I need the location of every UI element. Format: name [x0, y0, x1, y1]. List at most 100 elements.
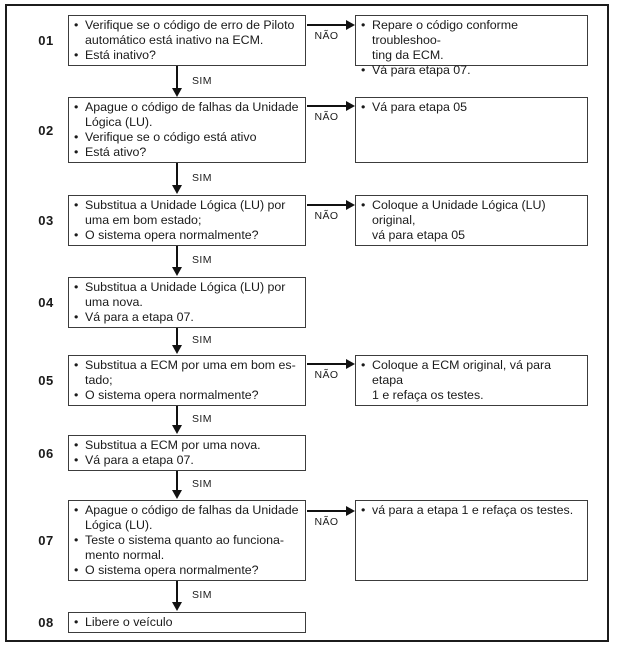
bullet-item: • Substitua a Unidade Lógica (LU) por uma…	[74, 198, 299, 228]
bullet-item: • Verifique se o código está ativo	[74, 130, 299, 145]
step-04-yes-label: SIM	[192, 334, 212, 346]
bullet-icon: •	[74, 503, 79, 517]
bullet-text: Verifique se o código de erro de Piloto …	[85, 18, 295, 47]
bullet-text: vá para a etapa 1 e refaça os testes.	[372, 503, 574, 517]
step-01-yes-label: SIM	[192, 75, 212, 87]
bullet-text: Coloque a ECM original, vá para etapa 1 …	[372, 358, 552, 402]
bullet-item: • Está ativo?	[74, 145, 299, 160]
step-04-action-box: •Substitua a Unidade Lógica (LU) por uma…	[68, 277, 306, 328]
bullet-icon: •	[74, 388, 79, 402]
bullet-icon: •	[74, 533, 79, 547]
bullet-text: Está ativo?	[85, 145, 147, 159]
step-01-yes-arrow	[171, 66, 182, 97]
step-03-action-box: • Substitua a Unidade Lógica (LU) por uma…	[68, 195, 306, 246]
bullet-text: Libere o veículo	[85, 615, 173, 629]
bullet-item: •Libere o veículo	[74, 615, 299, 630]
step-05-yes-arrow	[171, 406, 182, 434]
bullet-item: • Teste o sistema quanto ao funciona- men…	[74, 533, 299, 563]
bullet-text: Substitua a Unidade Lógica (LU) por uma …	[85, 198, 286, 227]
bullet-icon: •	[74, 130, 79, 144]
step-05-no-label: NÃO	[314, 369, 339, 381]
step-05-no-branch-box: • Coloque a ECM original, vá para etapa 1…	[355, 355, 588, 406]
step-05-no-arrow	[307, 358, 355, 369]
bullet-item: •Vá para a etapa 07.	[74, 310, 299, 325]
step-02-yes-arrow	[171, 163, 182, 194]
step-01-no-arrow	[307, 19, 355, 30]
bullet-item: •Substitua a Unidade Lógica (LU) por uma…	[74, 280, 299, 310]
step-05-number: 05	[38, 373, 54, 388]
bullet-icon: •	[74, 198, 79, 212]
bullet-icon: •	[74, 438, 79, 452]
step-01-number: 01	[38, 33, 54, 48]
bullet-icon: •	[74, 310, 79, 324]
step-03-no-label: NÃO	[314, 210, 339, 222]
step-05-action-box: • Substitua a ECM por uma em bom es- tado…	[68, 355, 306, 406]
step-08-action-box: •Libere o veículo	[68, 612, 306, 633]
bullet-item: • Substitua a ECM por uma em bom es- tado…	[74, 358, 299, 388]
bullet-icon: •	[361, 503, 366, 517]
bullet-icon: •	[361, 358, 366, 372]
bullet-item: • Apague o código de falhas da Unidade Ló…	[74, 503, 299, 533]
step-04-number: 04	[38, 295, 54, 310]
bullet-icon: •	[74, 453, 79, 467]
bullet-item: • Vá para a etapa 07.	[74, 453, 299, 468]
bullet-icon: •	[361, 100, 366, 114]
step-04-yes-arrow	[171, 328, 182, 354]
step-03-yes-label: SIM	[192, 254, 212, 266]
step-07-number: 07	[38, 533, 54, 548]
bullet-icon: •	[74, 18, 79, 32]
bullet-icon: •	[74, 228, 79, 242]
bullet-item: •Apague o código de falhas da Unidade Ló…	[74, 100, 299, 130]
step-05-yes-label: SIM	[192, 413, 212, 425]
step-07-yes-label: SIM	[192, 589, 212, 601]
bullet-icon: •	[74, 145, 79, 159]
bullet-text: Substitua a ECM por uma em bom es- tado;	[85, 358, 296, 387]
flowchart-border	[5, 4, 609, 642]
bullet-text: Apague o código de falhas da Unidade Lóg…	[85, 100, 299, 129]
bullet-item: • Coloque a ECM original, vá para etapa 1…	[361, 358, 581, 403]
bullet-text: Coloque a Unidade Lógica (LU) original, …	[372, 198, 546, 242]
step-02-yes-label: SIM	[192, 172, 212, 184]
step-01-no-label: NÃO	[314, 30, 339, 42]
step-02-no-label: NÃO	[314, 111, 339, 123]
bullet-item: • Repare o código conforme troubleshoo- t…	[361, 18, 581, 63]
bullet-icon: •	[361, 18, 366, 32]
step-03-no-branch-box: • Coloque a Unidade Lógica (LU) original,…	[355, 195, 588, 246]
step-01-no-branch-box: • Repare o código conforme troubleshoo- t…	[355, 15, 588, 77]
bullet-text: Verifique se o código está ativo	[85, 130, 257, 144]
bullet-icon: •	[74, 280, 79, 294]
bullet-icon: •	[74, 48, 79, 62]
bullet-text: Vá para a etapa 07.	[85, 453, 194, 467]
bullet-item: • Substitua a ECM por uma nova.	[74, 438, 299, 453]
bullet-text: O sistema opera normalmente?	[85, 563, 259, 577]
step-03-number: 03	[38, 213, 54, 228]
step-07-yes-arrow	[171, 581, 182, 611]
bullet-text: Repare o código conforme troubleshoo- ti…	[372, 18, 519, 62]
step-06-yes-label: SIM	[192, 478, 212, 490]
bullet-text: Substitua a ECM por uma nova.	[85, 438, 261, 452]
bullet-item: • O sistema opera normalmente?	[74, 563, 299, 578]
step-07-no-arrow	[307, 505, 355, 516]
bullet-icon: •	[74, 563, 79, 577]
bullet-text: Apague o código de falhas da Unidade Lóg…	[85, 503, 299, 532]
step-02-number: 02	[38, 122, 54, 138]
bullet-text: Teste o sistema quanto ao funciona- ment…	[85, 533, 285, 562]
bullet-text: O sistema opera normalmente?	[85, 388, 259, 402]
bullet-item: •O sistema opera normalmente?	[74, 228, 299, 243]
bullet-item: • Verifique se o código de erro de Piloto…	[74, 18, 299, 48]
bullet-icon: •	[361, 198, 366, 212]
step-02-no-branch-box: •Vá para etapa 05	[355, 97, 588, 163]
bullet-item: • Coloque a Unidade Lógica (LU) original,…	[361, 198, 581, 243]
step-07-no-label: NÃO	[314, 516, 339, 528]
step-03-yes-arrow	[171, 246, 182, 276]
bullet-item: • Está inativo?	[74, 48, 299, 63]
bullet-item: •Vá para etapa 05	[361, 100, 581, 115]
step-03-no-arrow	[307, 199, 355, 210]
step-02-no-arrow	[307, 100, 355, 111]
step-06-number: 06	[38, 445, 54, 461]
bullet-text: Vá para etapa 07.	[372, 63, 471, 77]
bullet-text: Está inativo?	[85, 48, 156, 62]
step-06-yes-arrow	[171, 471, 182, 499]
bullet-icon: •	[74, 358, 79, 372]
